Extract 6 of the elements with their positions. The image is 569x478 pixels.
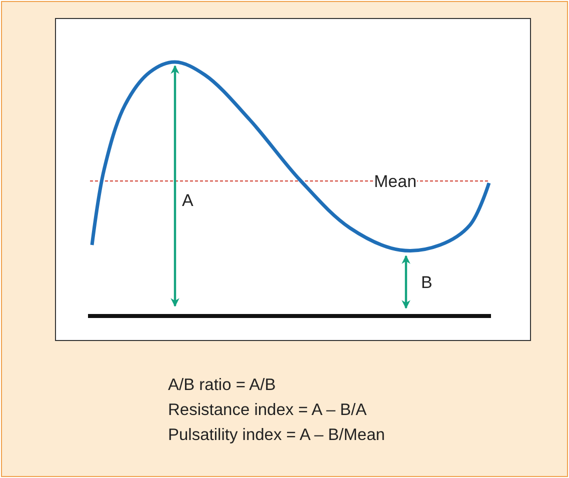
- measure-label: B: [421, 274, 432, 291]
- formula-text: A/B ratio = A/B: [168, 377, 276, 394]
- mean-label: Mean: [374, 173, 417, 190]
- formula-text: Pulsatility index = A – B/Mean: [168, 427, 385, 444]
- measure-label: A: [182, 192, 194, 209]
- formula-text: Resistance index = A – B/A: [168, 402, 367, 418]
